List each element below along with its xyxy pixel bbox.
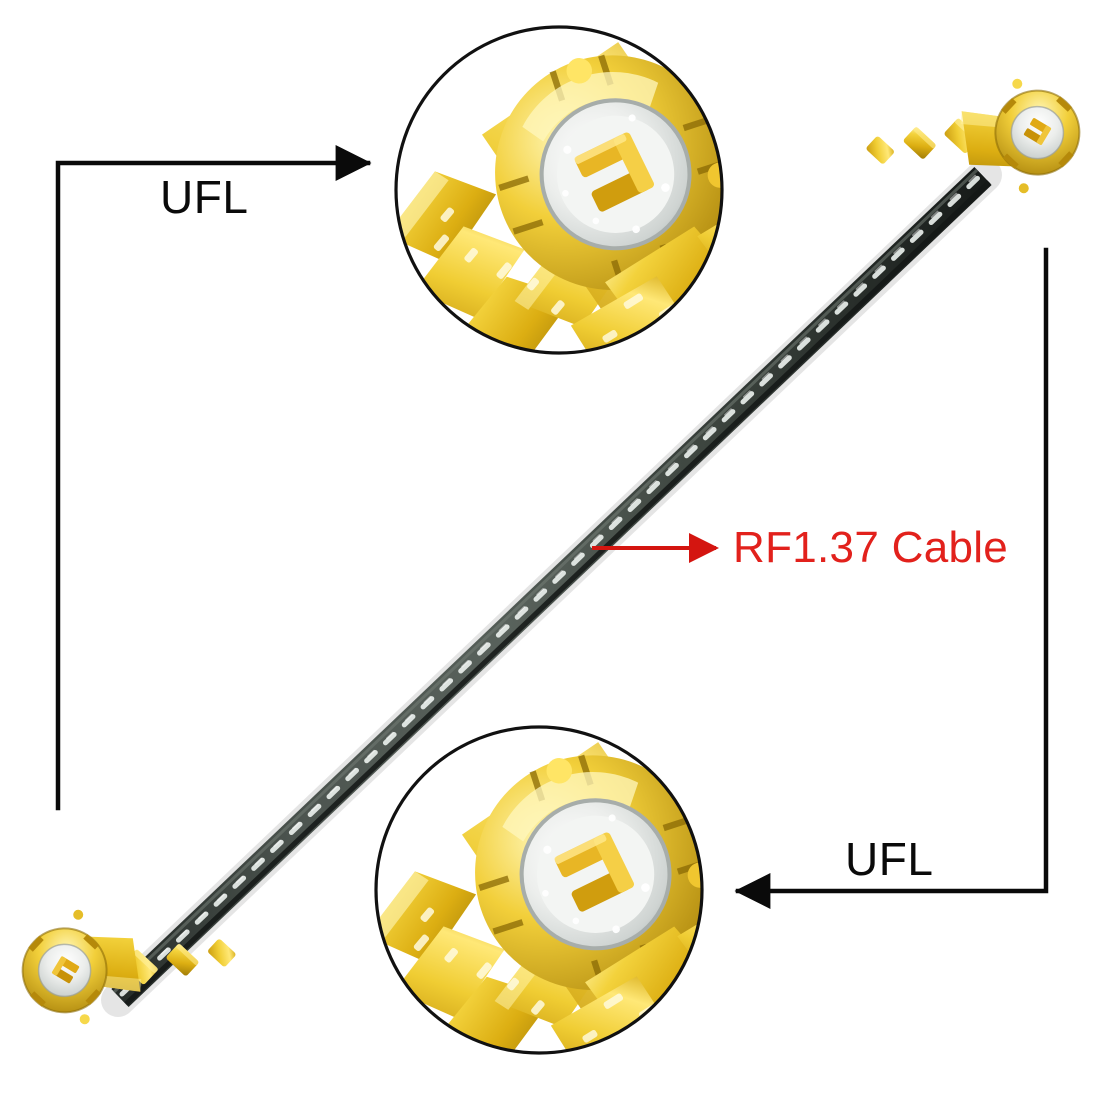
ufl-connector-lower-left [21, 909, 236, 1025]
ufl-bottom-label: UFL [845, 833, 934, 885]
ufl-bottom-leader-line [734, 247, 1049, 909]
ufl-top-leader-line [55, 145, 372, 811]
ufl-top-label: UFL [160, 171, 249, 223]
inset-bottom-right-connector [374, 725, 704, 1055]
ufl-connector-upper-right [866, 78, 1081, 194]
rf-cable-label: RF1.37 Cable [733, 523, 1009, 572]
coax-cable-body [101, 158, 1002, 1017]
inset-top-left-connector [394, 25, 724, 355]
